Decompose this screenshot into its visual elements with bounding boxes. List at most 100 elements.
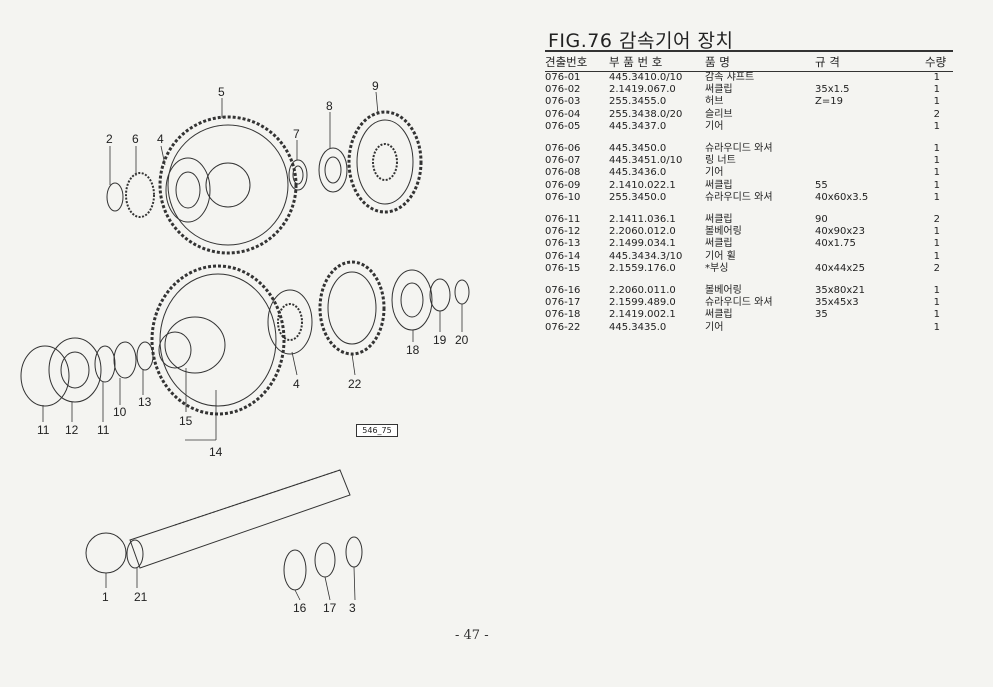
cell-qty: 1 — [933, 226, 940, 238]
callout-label: 7 — [293, 127, 300, 141]
cell-name: 써클립 — [705, 309, 733, 321]
cell-spec: 90 — [815, 214, 828, 226]
group-spacer — [545, 133, 953, 143]
shaft-1-icon — [126, 469, 351, 569]
cell-part-no: 2.1499.034.1 — [609, 238, 676, 250]
cell-qty: 2 — [933, 108, 940, 120]
cell-spec — [815, 72, 925, 85]
cell-no: 076-02 — [545, 84, 581, 96]
cell-part-no: 2.1559.176.0 — [609, 262, 676, 274]
cell-name: 기어 — [705, 321, 724, 333]
cell-qty: 1 — [933, 321, 940, 333]
cell-spec: Z=19 — [815, 96, 843, 108]
table-row: 076-22 445.3435.0 기어 1 — [545, 322, 953, 334]
gear-8-icon — [347, 110, 423, 214]
washer-nut-icon — [288, 147, 348, 193]
callout-label: 4 — [293, 377, 300, 391]
cell-spec — [815, 143, 925, 155]
callout-label: 18 — [406, 343, 420, 357]
callout-label: 11 — [37, 423, 50, 437]
cell-name: 링 너트 — [705, 155, 736, 167]
circlip-9-icon — [85, 532, 127, 574]
cell-name: 슈라우디드 와셔 — [705, 297, 773, 309]
cell-no: 076-12 — [545, 226, 581, 238]
table-header-row: 견출번호 부 품 번 호 품 명 규 격 수량 — [545, 53, 953, 72]
cell-qty: 1 — [933, 285, 940, 297]
callout-label: 4 — [157, 132, 164, 146]
cell-no: 076-09 — [545, 179, 581, 191]
exploded-gear-diagram: 2 6 4 5 7 8 9 4 22 18 19 20 15 14 11 12 … — [20, 79, 470, 615]
cell-name: *부싱 — [705, 262, 729, 274]
callout-label: 19 — [433, 333, 447, 347]
cell-part-no: 2.2060.012.0 — [609, 226, 676, 238]
callout-label: 12 — [65, 423, 79, 437]
cell-part-no: 2.1419.002.1 — [609, 309, 676, 321]
group-spacer — [545, 275, 953, 285]
gear-5-icon — [158, 115, 298, 255]
cell-qty: 2 — [933, 214, 940, 226]
cell-no: 076-14 — [545, 250, 581, 262]
bearing-16-icon — [391, 269, 470, 331]
cell-qty: 1 — [933, 120, 940, 132]
callout-label: 10 — [113, 405, 127, 419]
callout-label: 6 — [132, 132, 139, 146]
cell-no: 076-08 — [545, 167, 581, 179]
header-name: 품 명 — [705, 53, 815, 72]
callout-label: 16 — [293, 601, 307, 615]
cell-no: 076-22 — [545, 321, 581, 333]
cell-name: 써클립 — [705, 179, 733, 191]
cell-qty: 1 — [933, 155, 940, 167]
cell-part-no: 445.3410.0/10 — [609, 72, 683, 83]
hub-sleeve-icon — [106, 157, 211, 223]
cell-name: 허브 — [705, 96, 724, 108]
callout-label: 5 — [218, 85, 225, 99]
cell-no: 076-16 — [545, 285, 581, 297]
cell-spec — [815, 155, 925, 167]
cell-qty: 1 — [933, 238, 940, 250]
cell-part-no: 445.3435.0 — [609, 321, 667, 333]
cell-no: 076-05 — [545, 120, 581, 132]
callout-label: 11 — [97, 423, 110, 437]
callout-label: 8 — [326, 99, 333, 113]
cell-qty: 1 — [933, 96, 940, 108]
cell-no: 076-11 — [545, 214, 581, 226]
cell-qty: 1 — [933, 191, 940, 203]
reference-code: 546_75 — [356, 424, 398, 437]
cell-part-no: 445.3434.3/10 — [609, 250, 683, 262]
cell-name: 볼베어링 — [705, 226, 742, 238]
cell-spec: 35 — [815, 309, 828, 321]
cell-spec — [815, 121, 925, 133]
cell-qty: 1 — [933, 309, 940, 321]
callout-label: 21 — [134, 590, 148, 604]
cell-name: 기어 휠 — [705, 250, 736, 262]
cell-no: 076-15 — [545, 262, 581, 274]
cell-spec: 35x1.5 — [815, 84, 850, 96]
cell-qty: 2 — [933, 262, 940, 274]
callout-label: 17 — [323, 601, 337, 615]
cell-name: 써클립 — [705, 214, 733, 226]
cell-spec: 35x45x3 — [815, 297, 859, 309]
callout-label: 14 — [209, 445, 223, 459]
callout-label: 15 — [179, 414, 193, 428]
header-no: 견출번호 — [545, 53, 605, 72]
callout-label: 9 — [372, 79, 379, 93]
cell-no: 076-06 — [545, 143, 581, 155]
cell-part-no: 255.3450.0 — [609, 191, 667, 203]
cell-part-no: 2.1410.022.1 — [609, 179, 676, 191]
cell-spec: 40x60x3.5 — [815, 191, 869, 203]
cell-name: 써클립 — [705, 84, 733, 96]
cell-name: 감속 샤프트 — [705, 72, 755, 83]
cell-name: 슬리브 — [705, 108, 733, 120]
callout-label: 13 — [138, 395, 152, 409]
